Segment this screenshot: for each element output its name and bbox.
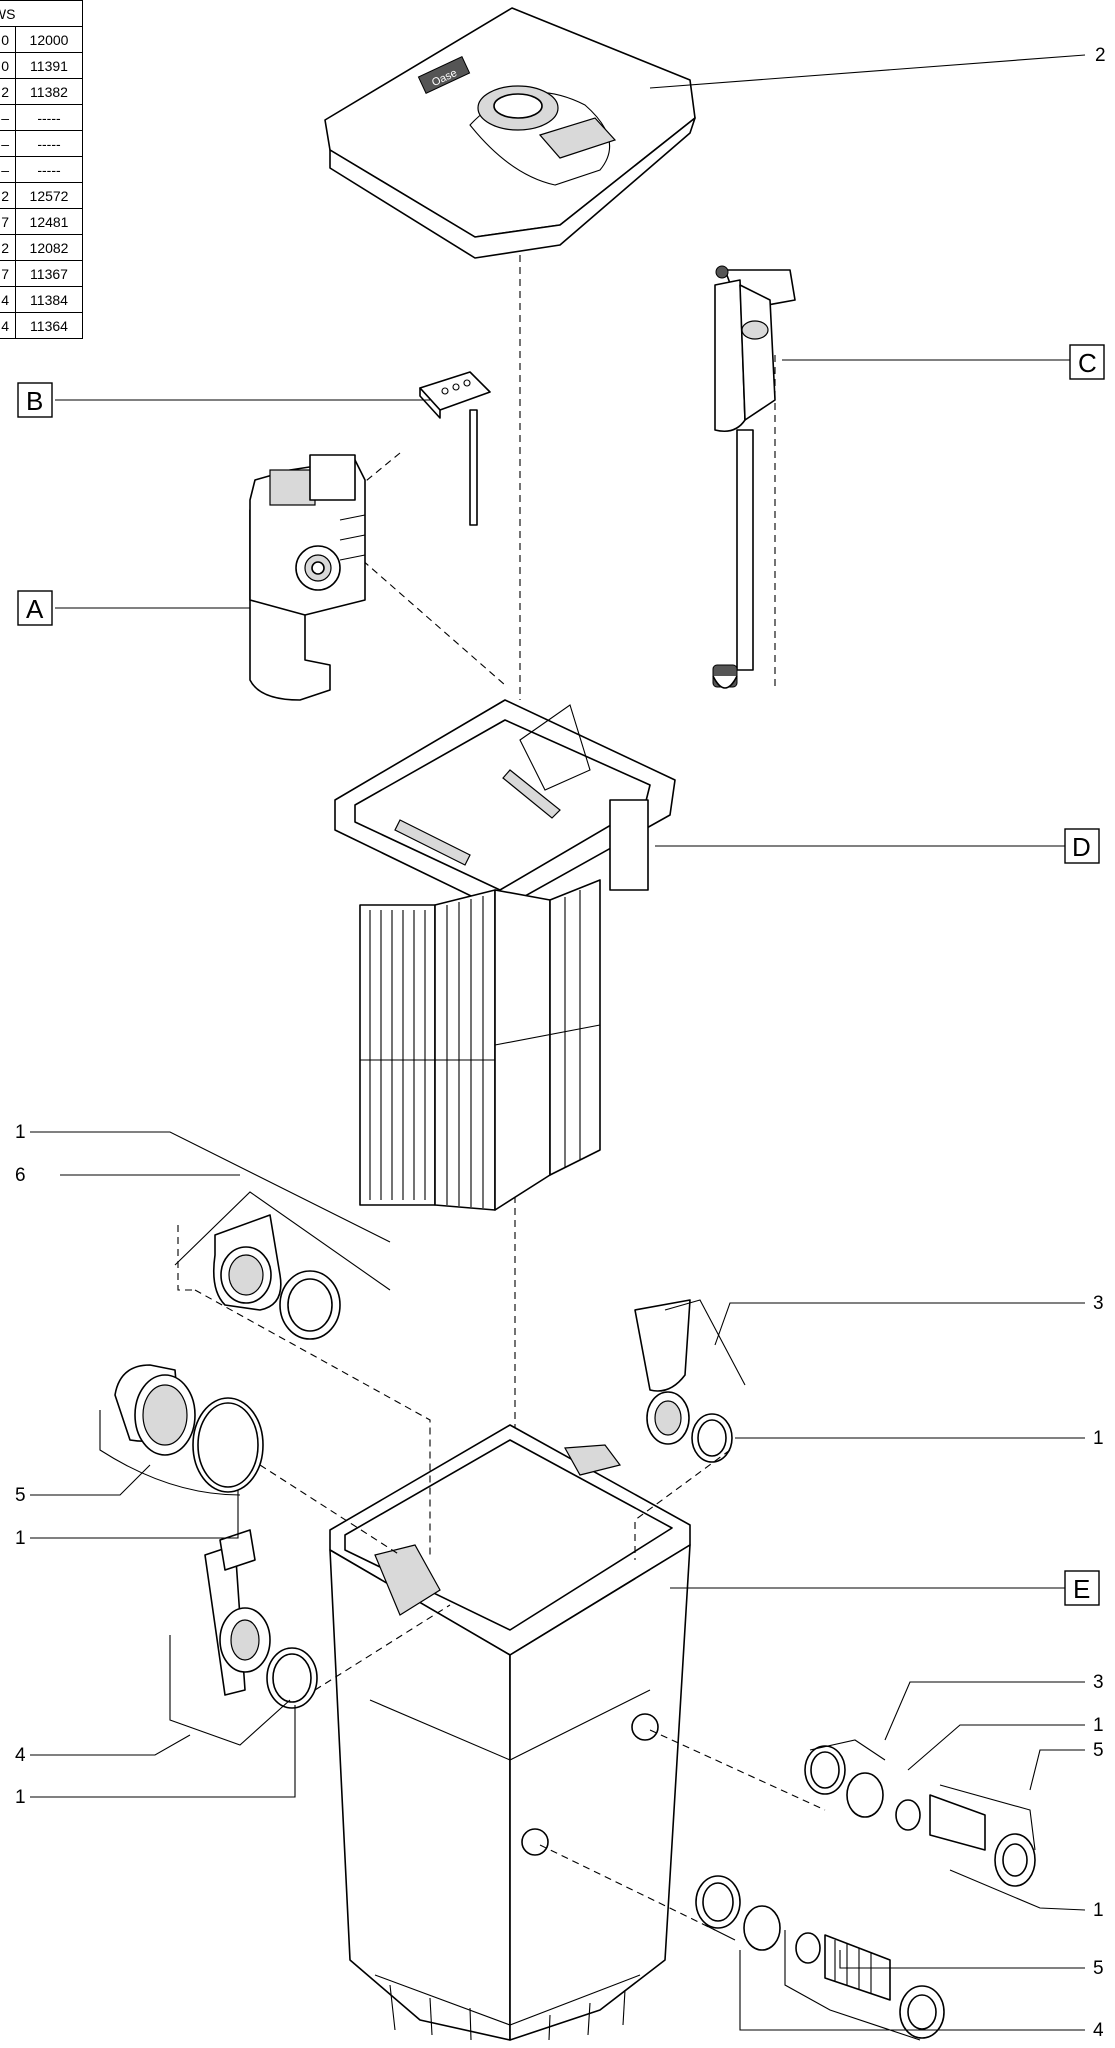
module-b-switch	[419, 371, 491, 526]
fitting-upper-left	[177, 1214, 431, 1555]
table-row: –-----	[0, 130, 83, 157]
table-cell: 11364	[15, 312, 83, 339]
callout-module-d: D	[1072, 832, 1091, 862]
table-cell: 12572	[15, 182, 83, 209]
leader-lines	[30, 54, 1086, 2031]
group-brackets	[99, 1191, 1036, 2041]
fitting-lower-left	[204, 1529, 451, 1709]
module-a-uvc-unit	[249, 454, 366, 701]
callout-left-low-4: 4	[15, 1745, 26, 1766]
callout-left-mid-1: 1	[15, 1528, 26, 1549]
fitting-middle-left	[114, 1364, 401, 1556]
callout-module-b: B	[26, 386, 43, 416]
table-cell: -----	[15, 130, 83, 157]
callout-box-e	[1064, 1570, 1100, 1606]
callout-lid: 2	[1095, 45, 1106, 66]
callout-box-a	[17, 590, 53, 626]
callout-box-c	[1069, 344, 1105, 380]
module-d-filter-insert	[334, 699, 676, 1211]
callout-left-upper-1: 1	[15, 1122, 26, 1143]
callout-box-b	[17, 382, 53, 418]
table-cell: 11384	[15, 286, 83, 313]
callout-left-upper-6: 6	[15, 1165, 26, 1186]
table-row: –-----	[0, 104, 83, 131]
callout-labels: 2 C B A D E 1 6 5 1 4 1 3 1 3 1 5 1 5 4	[15, 45, 1106, 2041]
callout-box-d	[1064, 828, 1100, 864]
table-cell: 12082	[15, 234, 83, 261]
callout-right-upper-1: 1	[1093, 1428, 1104, 1449]
callout-housing-e: E	[1073, 1574, 1090, 1604]
table-cell: -----	[15, 156, 83, 183]
callout-module-a: A	[26, 594, 44, 624]
module-c-cleaning-tube	[712, 265, 796, 689]
table-row: –-----	[0, 156, 83, 183]
filter-lid: Oase	[324, 7, 696, 259]
housing-e	[329, 1424, 691, 2041]
callout-right-upper-3: 3	[1093, 1293, 1104, 1314]
callout-left-mid-5: 5	[15, 1485, 26, 1506]
callout-right-low-1: 1	[1093, 1715, 1104, 1736]
callout-module-c: C	[1078, 348, 1097, 378]
callout-left-low-1: 1	[15, 1787, 26, 1808]
callout-right-bottom-4: 4	[1093, 2020, 1104, 2041]
sponge-ridges	[360, 890, 601, 1208]
callout-right-low-3: 3	[1093, 1672, 1104, 1693]
callout-right-bottom-5: 5	[1093, 1958, 1104, 1979]
callout-right-low-5: 5	[1093, 1740, 1104, 1761]
fitting-upper-right	[634, 1299, 733, 1560]
table-cell: 12481	[15, 208, 83, 235]
callout-right-bottom-1: 1	[1093, 1900, 1104, 1921]
parts-table-header: : CWS	[0, 0, 83, 27]
